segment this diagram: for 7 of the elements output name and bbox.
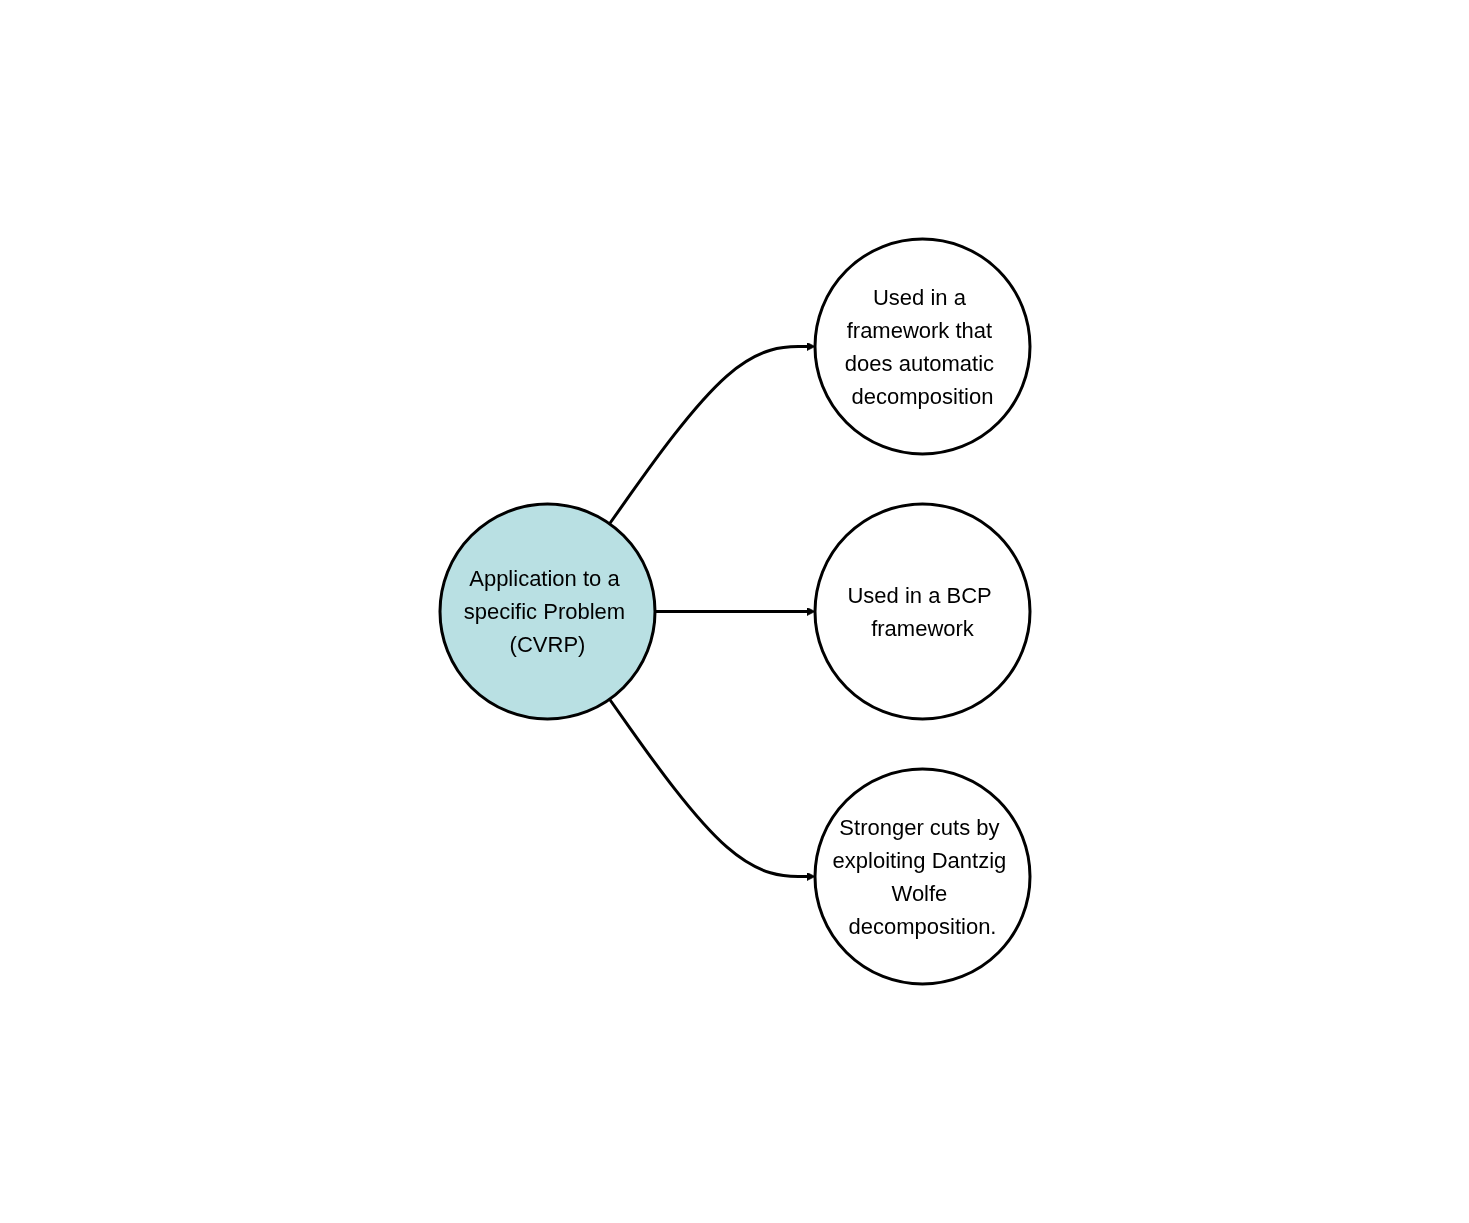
node-circle: Used in a BCP framework xyxy=(813,502,1031,721)
node-circle: Used in a framework that does automatic decomposition xyxy=(813,237,1031,456)
arrow xyxy=(607,698,815,881)
node-circle: Application to a specific Problem (CVRP) xyxy=(438,502,656,721)
arrow xyxy=(654,607,815,616)
arrow xyxy=(607,342,815,525)
node-circle: Stronger cuts by exploiting Dantzig Wolfe decomposition. xyxy=(813,767,1031,986)
